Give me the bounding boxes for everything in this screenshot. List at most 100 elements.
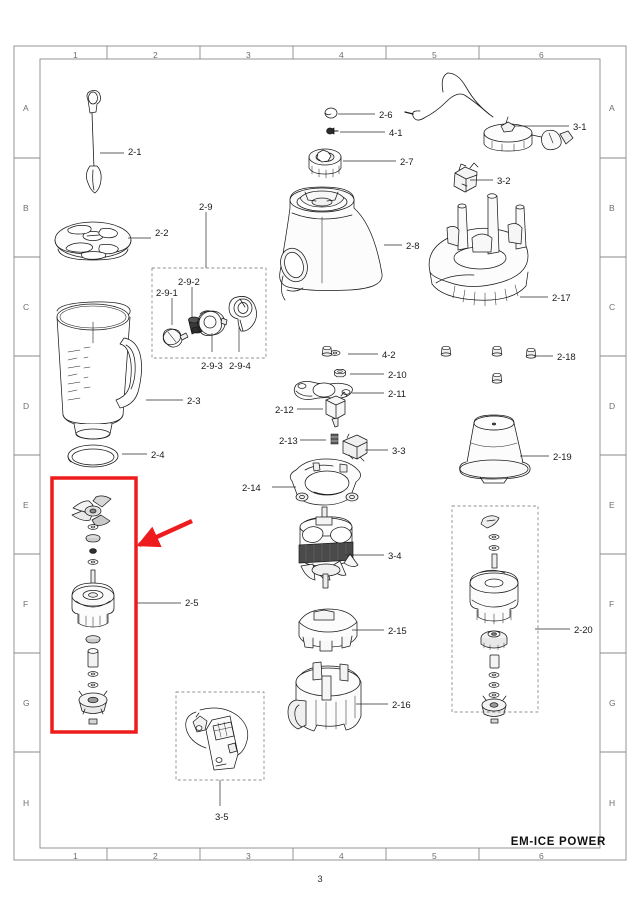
part-label-2-9-1: 2-9-1 <box>156 288 178 299</box>
grid-column-2: 2 <box>153 851 158 861</box>
part-label-3-3: 3-3 <box>392 446 406 457</box>
grid-row-F: F <box>609 599 615 609</box>
part-label-3-4: 3-4 <box>388 551 402 562</box>
graphic-2-15 <box>298 608 358 652</box>
grid-column-2: 2 <box>153 50 158 60</box>
grid-row-B: B <box>609 203 615 213</box>
grid-row-E: E <box>609 500 615 510</box>
control-pcb-box <box>175 691 265 781</box>
part-label-2-14: 2-14 <box>242 483 261 494</box>
graphic-2-10 <box>334 368 346 378</box>
graphic-3-1 <box>404 72 574 152</box>
grid-column-4: 4 <box>339 50 344 60</box>
part-label-2-13: 2-13 <box>279 436 298 447</box>
grid-row-C: C <box>23 302 30 312</box>
grid-row-A: A <box>23 103 29 113</box>
grid-column-4: 4 <box>339 851 344 861</box>
part-label-2-19: 2-19 <box>553 452 572 463</box>
part-label-2-18: 2-18 <box>557 352 576 363</box>
graphic-4-1 <box>326 127 339 135</box>
grid-column-1: 1 <box>73 50 78 60</box>
part-label-2-8: 2-8 <box>406 241 420 252</box>
part-label-2-3: 2-3 <box>187 396 201 407</box>
part-label-2-4: 2-4 <box>151 450 165 461</box>
graphic-2-9-3 <box>197 310 228 336</box>
graphic-2-7 <box>308 148 342 179</box>
part-label-2-6: 2-6 <box>379 110 393 121</box>
grid-column-5: 5 <box>432 851 437 861</box>
part-label-2-16: 2-16 <box>392 700 411 711</box>
graphic-2-17 <box>428 193 529 307</box>
grid-row-G: G <box>609 698 616 708</box>
part-label-2-2: 2-2 <box>155 228 169 239</box>
graphic-2-5 <box>71 495 115 725</box>
graphic-2-13 <box>330 433 339 445</box>
grid-row-G: G <box>23 698 30 708</box>
graphic-2-20 <box>469 515 519 724</box>
graphic-2-14 <box>289 458 361 506</box>
graphic-2-16 <box>287 661 362 732</box>
part-label-2-7: 2-7 <box>400 157 414 168</box>
grid-row-C: C <box>609 302 616 312</box>
graphic-2-12 <box>325 391 348 428</box>
part-label-2-10: 2-10 <box>388 370 407 381</box>
sheet-frame <box>13 45 627 861</box>
graphic-3-2 <box>453 162 479 193</box>
graphic-2-1 <box>86 90 102 194</box>
part-label-2-9-2: 2-9-2 <box>178 277 200 288</box>
part-label-3-5: 3-5 <box>215 812 229 823</box>
grid-row-D: D <box>23 401 30 411</box>
grid-column-3: 3 <box>246 50 251 60</box>
grid-column-6: 6 <box>539 50 544 60</box>
grid-column-3: 3 <box>246 851 251 861</box>
part-label-2-15: 2-15 <box>388 626 407 637</box>
grid-column-1: 1 <box>73 851 78 861</box>
part-label-2-5: 2-5 <box>185 598 199 609</box>
graphic-3-3 <box>342 433 368 462</box>
part-label-4-2: 4-2 <box>382 350 396 361</box>
lid-cap-detail-box <box>151 267 267 359</box>
part-label-2-20: 2-20 <box>574 625 593 636</box>
part-label-3-2: 3-2 <box>497 176 511 187</box>
part-label-2-17: 2-17 <box>552 293 571 304</box>
part-graphics <box>54 72 574 771</box>
part-label-4-1: 4-1 <box>389 128 403 139</box>
graphic-2-19 <box>459 414 531 484</box>
graphic-2-9-4 <box>228 296 257 332</box>
title-block-text: EM-ICE POWER <box>510 836 606 848</box>
part-label-2-12: 2-12 <box>275 405 294 416</box>
graphic-2-9-group <box>162 296 257 348</box>
grid-row-A: A <box>609 103 615 113</box>
part-label-2-9-4: 2-9-4 <box>229 361 251 372</box>
highlight-box <box>50 476 138 734</box>
graphic-2-3 <box>56 301 142 440</box>
grid-column-6: 6 <box>539 851 544 861</box>
highlight-layer <box>50 476 193 734</box>
graphic-2-9-1 <box>162 328 189 348</box>
graphic-2-18 <box>321 345 537 384</box>
part-label-2-9-3: 2-9-3 <box>201 361 223 372</box>
grid-row-H: H <box>609 798 616 808</box>
grid-row-H: H <box>23 798 30 808</box>
part-label-2-1: 2-1 <box>128 147 142 158</box>
crusher-detail-box <box>451 505 539 713</box>
graphic-2-2 <box>54 221 132 261</box>
grid-row-B: B <box>23 203 29 213</box>
grid-column-5: 5 <box>432 50 437 60</box>
graphic-2-4 <box>67 444 119 468</box>
grid-row-F: F <box>23 599 29 609</box>
grid-row-D: D <box>609 401 616 411</box>
part-label-3-1: 3-1 <box>573 122 587 133</box>
graphic-3-5 <box>185 707 249 771</box>
graphic-2-11 <box>293 381 353 400</box>
part-label-2-11: 2-11 <box>388 389 406 400</box>
graphic-2-6 <box>324 107 338 119</box>
grid-row-E: E <box>23 500 29 510</box>
highlight-arrow <box>136 518 193 548</box>
leader-lines <box>100 113 570 806</box>
graphic-2-8 <box>279 186 383 301</box>
subassembly-boxes <box>151 267 539 781</box>
graphic-3-4 <box>298 506 359 589</box>
